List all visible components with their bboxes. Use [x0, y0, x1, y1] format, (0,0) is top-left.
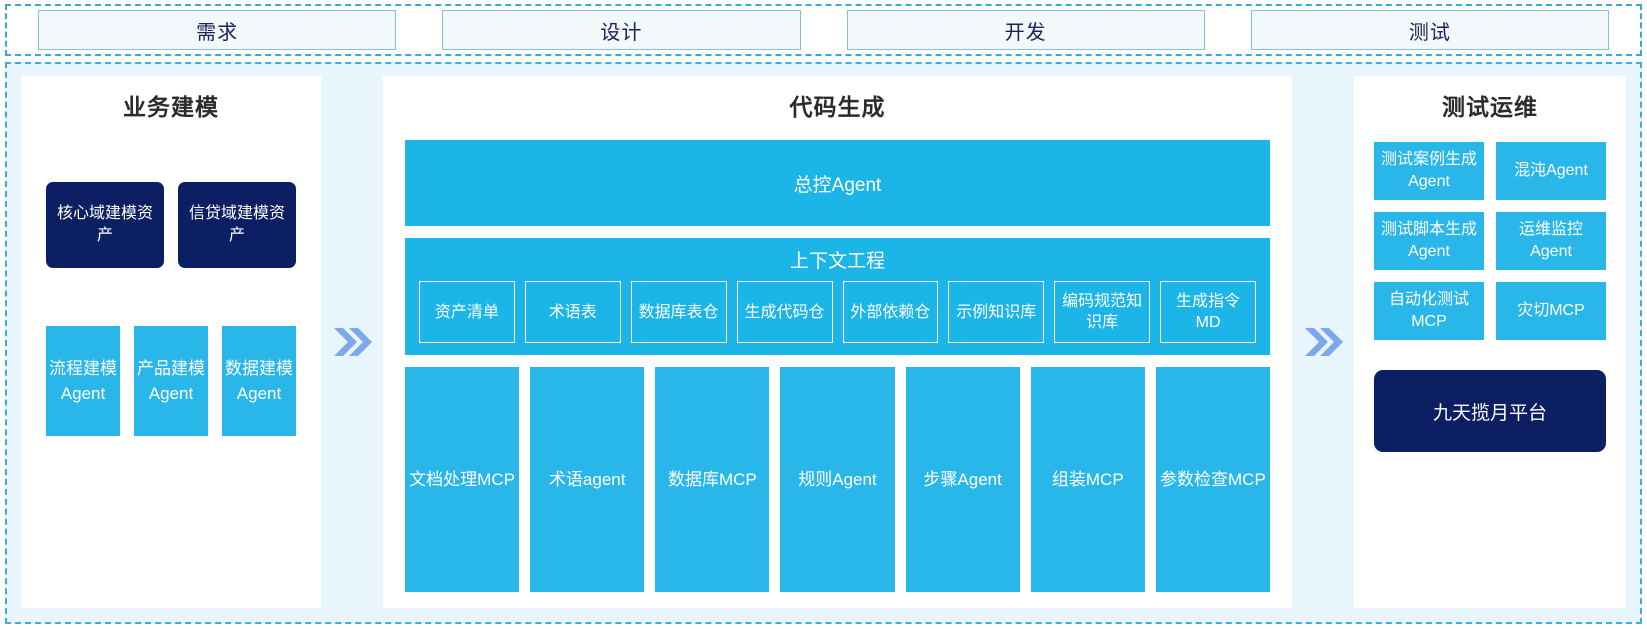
phase-tab-requirements[interactable]: 需求 [38, 10, 397, 50]
test-operations-body: 测试案例生成Agent 混沌Agent 测试脚本生成Agent 运维监控Agen… [1354, 126, 1626, 608]
main-diagram-area: 业务建模 核心域建模资产 信贷域建模资产 流程建模Agent 产品建模Agen [5, 62, 1642, 624]
panel-title: 业务建模 [123, 94, 219, 120]
tool-card-label: 数据库MCP [667, 469, 757, 489]
agent-card-label: 流程建模Agent [49, 359, 117, 403]
tool-card-label: 文档处理MCP [409, 469, 515, 489]
context-chip-glossary[interactable]: 术语表 [524, 281, 621, 343]
context-engineering-title: 上下文工程 [789, 251, 885, 272]
context-chip-label: 生成指令MD [1176, 293, 1241, 331]
agent-card-label: 产品建模Agent [137, 359, 205, 403]
panel-business-modeling: 业务建模 核心域建模资产 信贷域建模资产 流程建模Agent 产品建模Agen [21, 76, 321, 608]
asset-card-row: 核心域建模资产 信贷域建模资产 [41, 182, 301, 268]
master-control-agent-banner[interactable]: 总控Agent [405, 140, 1270, 226]
asset-card-label: 核心域建模资产 [56, 205, 153, 244]
context-chip-generated-code-repo[interactable]: 生成代码仓 [736, 281, 833, 343]
context-chip-example-knowledge-base[interactable]: 示例知识库 [948, 281, 1045, 343]
context-chip-label: 外部依赖仓 [850, 303, 931, 321]
tool-card-label: 术语agent [548, 469, 626, 489]
context-chip-label: 资产清单 [434, 303, 499, 321]
double-chevron-right-icon [321, 76, 383, 608]
context-chip-label: 生成代码仓 [744, 303, 825, 321]
card-test-case-generation-agent[interactable]: 测试案例生成Agent [1374, 142, 1484, 200]
card-label: 灾切MCP [1517, 302, 1585, 319]
context-chip-asset-list[interactable]: 资产清单 [419, 281, 515, 343]
business-modeling-body: 核心域建模资产 信贷域建模资产 流程建模Agent 产品建模Agent 数据建模… [21, 126, 321, 608]
platform-card-label: 九天揽月平台 [1432, 402, 1547, 424]
card-label: 运维监控Agent [1518, 221, 1583, 260]
phase-tab-label: 开发 [1004, 21, 1047, 44]
phase-tab-label: 测试 [1408, 21, 1451, 44]
panel-test-operations: 测试运维 测试案例生成Agent 混沌Agent 测试脚本生成Agent 运维监… [1354, 76, 1626, 608]
agent-card-data-modeling[interactable]: 数据建模Agent [222, 326, 296, 436]
tool-card-label: 规则Agent [798, 469, 877, 489]
card-label: 自动化测试MCP [1388, 291, 1469, 330]
tool-card-step-agent[interactable]: 步骤Agent [905, 367, 1020, 592]
tool-card-assembly-mcp[interactable]: 组装MCP [1030, 367, 1145, 592]
context-engineering-block: 上下文工程 资产清单 术语表 数据库表仓 生成代码仓 [405, 238, 1270, 355]
context-chip-row: 资产清单 术语表 数据库表仓 生成代码仓 外部依赖仓 [405, 281, 1270, 343]
context-chip-label: 术语表 [548, 303, 597, 321]
asset-card-credit-domain[interactable]: 信贷域建模资产 [178, 182, 296, 268]
card-label: 混沌Agent [1514, 162, 1588, 179]
context-chip-external-dependency-repo[interactable]: 外部依赖仓 [842, 281, 939, 343]
card-ops-monitoring-agent[interactable]: 运维监控Agent [1496, 212, 1606, 270]
tool-card-document-processing-mcp[interactable]: 文档处理MCP [405, 367, 520, 592]
banner-label: 总控Agent [793, 174, 882, 196]
context-chip-coding-standard-knowledge-base[interactable]: 编码规范知识库 [1054, 281, 1151, 343]
platform-card-jiutian-lanyue[interactable]: 九天揽月平台 [1374, 370, 1606, 452]
tool-card-parameter-check-mcp[interactable]: 参数检查MCP [1155, 367, 1270, 592]
agent-card-label: 数据建模Agent [225, 359, 293, 403]
code-generation-body: 总控Agent 上下文工程 资产清单 术语表 数据库表仓 [383, 126, 1292, 608]
card-test-script-generation-agent[interactable]: 测试脚本生成Agent [1374, 212, 1484, 270]
tool-card-row: 文档处理MCP 术语agent 数据库MCP 规则Agent 步骤Agent [405, 367, 1270, 592]
card-label: 测试脚本生成Agent [1380, 221, 1477, 260]
tool-card-label: 步骤Agent [923, 469, 1002, 489]
phase-tab-testing[interactable]: 测试 [1250, 10, 1609, 50]
asset-card-label: 信贷域建模资产 [188, 205, 285, 244]
phase-tab-design[interactable]: 设计 [442, 10, 801, 50]
card-automated-test-mcp[interactable]: 自动化测试MCP [1374, 282, 1484, 340]
panel-title: 代码生成 [789, 94, 886, 120]
agent-card-product-modeling[interactable]: 产品建模Agent [134, 326, 208, 436]
phase-tab-label: 设计 [600, 21, 643, 44]
agent-card-process-modeling[interactable]: 流程建模Agent [46, 326, 120, 436]
context-chip-db-table-repo[interactable]: 数据库表仓 [630, 281, 727, 343]
tool-card-label: 参数检查MCP [1160, 469, 1266, 489]
context-chip-label: 示例知识库 [956, 303, 1037, 321]
panel-code-generation: 代码生成 总控Agent 上下文工程 资产清单 术语表 [383, 76, 1292, 608]
modeling-agent-row: 流程建模Agent 产品建模Agent 数据建模Agent [41, 326, 301, 436]
phase-tab-development[interactable]: 开发 [846, 10, 1205, 50]
tool-card-database-mcp[interactable]: 数据库MCP [655, 367, 770, 592]
context-chip-label: 数据库表仓 [638, 303, 719, 321]
phase-tab-label: 需求 [196, 21, 239, 44]
context-chip-generation-instruction-md[interactable]: 生成指令MD [1160, 281, 1256, 343]
card-disaster-switch-mcp[interactable]: 灾切MCP [1496, 282, 1606, 340]
tool-card-rule-agent[interactable]: 规则Agent [780, 367, 895, 592]
context-chip-label: 编码规范知识库 [1062, 293, 1143, 331]
panel-title: 测试运维 [1442, 94, 1538, 120]
double-chevron-right-icon [1292, 76, 1354, 608]
card-chaos-agent[interactable]: 混沌Agent [1496, 142, 1606, 200]
tool-card-glossary-agent[interactable]: 术语agent [530, 367, 645, 592]
card-label: 测试案例生成Agent [1380, 151, 1477, 190]
tool-card-label: 组装MCP [1051, 469, 1124, 489]
asset-card-core-domain[interactable]: 核心域建模资产 [46, 182, 164, 268]
phase-bar: 需求 设计 开发 测试 [5, 4, 1642, 56]
test-ops-card-grid: 测试案例生成Agent 混沌Agent 测试脚本生成Agent 运维监控Agen… [1374, 142, 1606, 340]
